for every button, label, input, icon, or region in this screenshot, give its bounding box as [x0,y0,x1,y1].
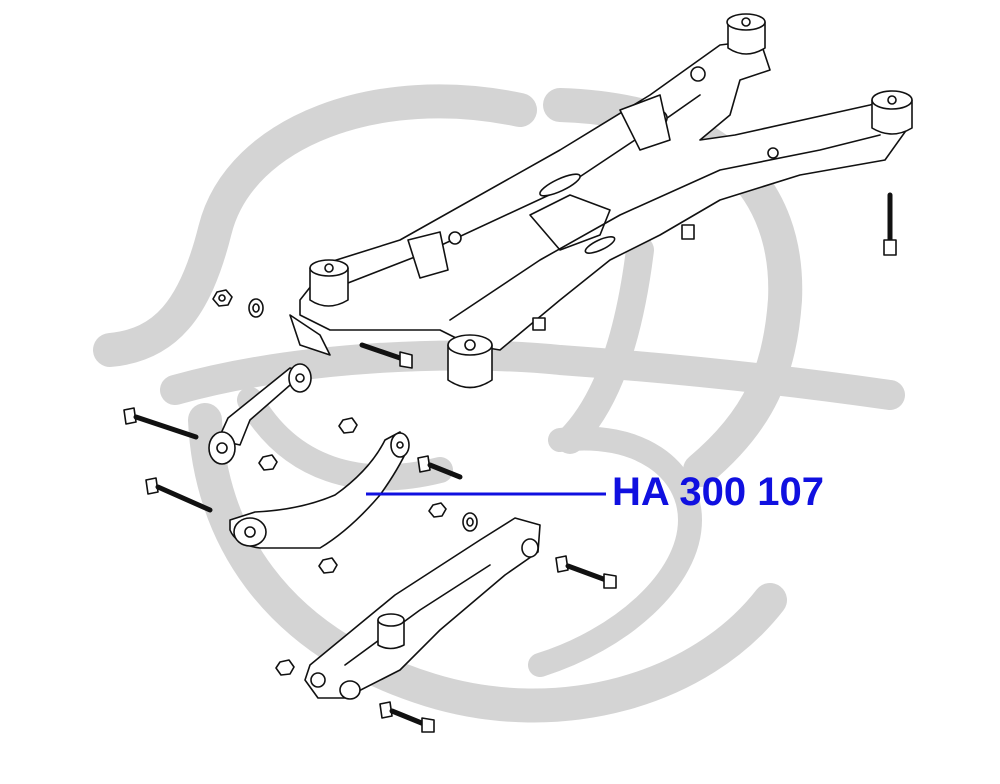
bolt [359,342,413,369]
subframe-slot [539,173,581,197]
bolt [145,477,213,513]
subframe-bushing [726,13,766,55]
nut [275,659,295,676]
parts-drawing [123,13,913,733]
washer [248,298,264,318]
subframe-bushing [871,90,913,135]
subframe-bushing [309,259,349,307]
subframe-bushing [447,334,493,389]
nut [318,557,338,574]
nut [428,502,447,518]
upper-control-arm [208,363,312,465]
bolt [379,701,435,733]
subframe-tab [532,317,546,331]
subframe-hole [448,231,462,245]
subframe-hole [767,147,779,159]
part-number-label: HA 300 107 [612,470,824,514]
nut [212,289,233,307]
subframe-bracket [407,231,449,279]
subframe-tab [681,224,695,240]
bolt [555,555,617,589]
bolt [123,407,199,440]
subframe-lower-flange [289,314,331,356]
subframe-bracket [619,94,671,151]
subframe-hole [690,66,706,82]
bolt [883,192,897,256]
washer [462,512,478,532]
subframe-crossmember [529,194,611,251]
nut [258,454,278,471]
curved-control-arm [229,431,410,549]
nut [338,417,358,434]
subframe-slot [584,236,616,254]
subframe-rail-right [449,134,881,321]
bolt [417,455,463,480]
subframe [299,39,911,351]
lower-control-arm [304,517,541,700]
